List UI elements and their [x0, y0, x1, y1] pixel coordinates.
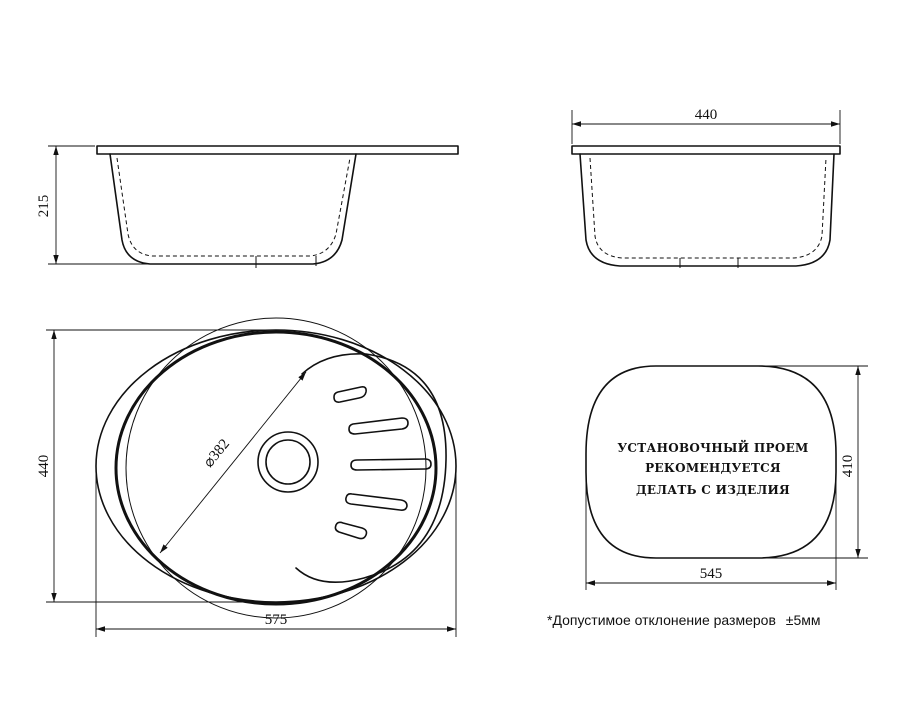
front-view-drain — [679, 258, 739, 268]
bowl-rim — [114, 330, 438, 606]
bowl-diameter-dimension: ⌀382 — [159, 371, 307, 554]
groove — [334, 521, 368, 540]
front-view-rim — [571, 145, 841, 155]
front-view: 440 — [571, 107, 841, 268]
drain-outer — [257, 431, 319, 493]
groove — [345, 493, 408, 511]
tolerance-footnote-text: *Допустимое отклонение размеров — [547, 612, 776, 628]
groove — [348, 417, 409, 435]
tolerance-footnote: *Допустимое отклонение размеров ±5мм — [547, 612, 821, 628]
cutout-note-line2: РЕКОМЕНДУЕТСЯ — [645, 461, 781, 475]
front-view-body — [579, 153, 835, 267]
drain-grooves — [333, 386, 432, 540]
cutout-height-dimension: 410 — [760, 365, 868, 559]
cutout-outline — [585, 365, 837, 559]
top-height-dimension: 440 — [36, 329, 272, 603]
bowl-inner — [125, 317, 427, 619]
side-height-label: 215 — [36, 195, 52, 218]
side-view-rim — [96, 145, 459, 155]
cutout-note-line3: ДЕЛАТЬ С ИЗДЕЛИЯ — [636, 483, 790, 497]
front-width-dimension: 440 — [571, 107, 841, 144]
cutout-width-label: 545 — [700, 566, 723, 582]
top-view: ⌀382 440 575 — [36, 317, 457, 637]
front-width-label: 440 — [695, 107, 718, 123]
side-view-body — [109, 153, 357, 265]
side-height-dimension: 215 — [36, 145, 148, 265]
drainboard-outline — [295, 353, 447, 584]
side-view-drain — [255, 256, 317, 268]
cutout-width-dimension: 545 — [585, 474, 837, 590]
tolerance-footnote-value: ±5мм — [785, 612, 821, 628]
cutout-note-line1: УСТАНОВОЧНЫЙ ПРОЕМ — [617, 439, 808, 455]
top-height-label: 440 — [36, 455, 52, 478]
front-view-inner — [589, 157, 827, 259]
bowl-diameter-label: ⌀382 — [201, 436, 233, 471]
top-width-dimension: 575 — [95, 470, 457, 637]
drain-inner — [265, 439, 311, 485]
side-view: 215 — [36, 145, 459, 268]
top-view-outline — [95, 329, 457, 603]
top-width-label: 575 — [265, 612, 288, 628]
cutout-height-label: 410 — [840, 455, 856, 478]
groove — [350, 458, 432, 471]
cutout-template: УСТАНОВОЧНЫЙ ПРОЕМ РЕКОМЕНДУЕТСЯ ДЕЛАТЬ … — [585, 365, 868, 590]
side-view-inner — [116, 157, 351, 257]
groove — [333, 386, 367, 403]
